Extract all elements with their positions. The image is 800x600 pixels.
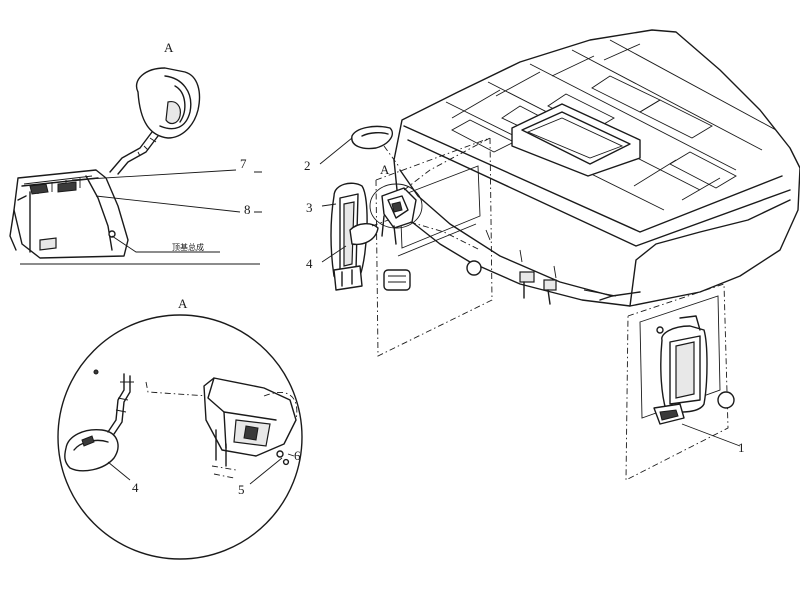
leader-1 xyxy=(681,423,741,447)
section-a-marker: A xyxy=(369,137,491,251)
small-mirror-detail xyxy=(64,429,119,472)
leader-7 xyxy=(71,169,237,181)
part-2-top-mirror xyxy=(351,125,401,169)
label-1: 1 xyxy=(738,440,745,455)
label-3: 3 xyxy=(306,200,313,215)
leader-2 xyxy=(319,137,353,165)
bracket-assembly-detail xyxy=(203,377,298,479)
section-a-label: A xyxy=(380,162,390,177)
label-6: 6 xyxy=(294,448,301,463)
leader-5 xyxy=(249,457,283,485)
label-5: 5 xyxy=(238,482,245,497)
leader-6 xyxy=(287,453,295,457)
label-2: 2 xyxy=(304,158,311,173)
mirror-arm-detail xyxy=(109,131,153,173)
label-4-circle: 4 xyxy=(132,480,139,495)
roof-skylight xyxy=(511,103,641,177)
label-8: 8 xyxy=(244,202,251,217)
cab-right-side-panel xyxy=(625,283,735,481)
cab-left-side-panel xyxy=(375,137,493,357)
part-4-mirror-mount xyxy=(349,217,395,246)
detail-a-circle: A 4 5 6 xyxy=(57,296,303,560)
detail-a-circle-title: A xyxy=(178,296,188,311)
mirror-head-detail xyxy=(135,67,201,139)
leader-8 xyxy=(95,195,241,213)
leader-3 xyxy=(321,203,337,207)
leader-4-main xyxy=(321,245,347,263)
small-rod-detail xyxy=(107,373,125,433)
leader-note xyxy=(111,235,220,253)
part-3-left-mirror xyxy=(330,182,368,291)
cab-main-view: A 1 2 3 4 xyxy=(304,29,800,481)
cab-roof xyxy=(393,29,800,307)
note-text: 顶基总成 xyxy=(172,242,204,252)
leader-4-circle xyxy=(107,461,131,481)
cab-corner-detail xyxy=(9,169,129,259)
label-7: 7 xyxy=(240,156,247,171)
part-1-right-mirror xyxy=(653,315,708,425)
label-4-main: 4 xyxy=(306,256,313,271)
detail-circle-outline xyxy=(57,314,303,560)
detail-a-top-title: A xyxy=(164,40,174,55)
detail-a-top: A 7 8 xyxy=(9,40,262,265)
